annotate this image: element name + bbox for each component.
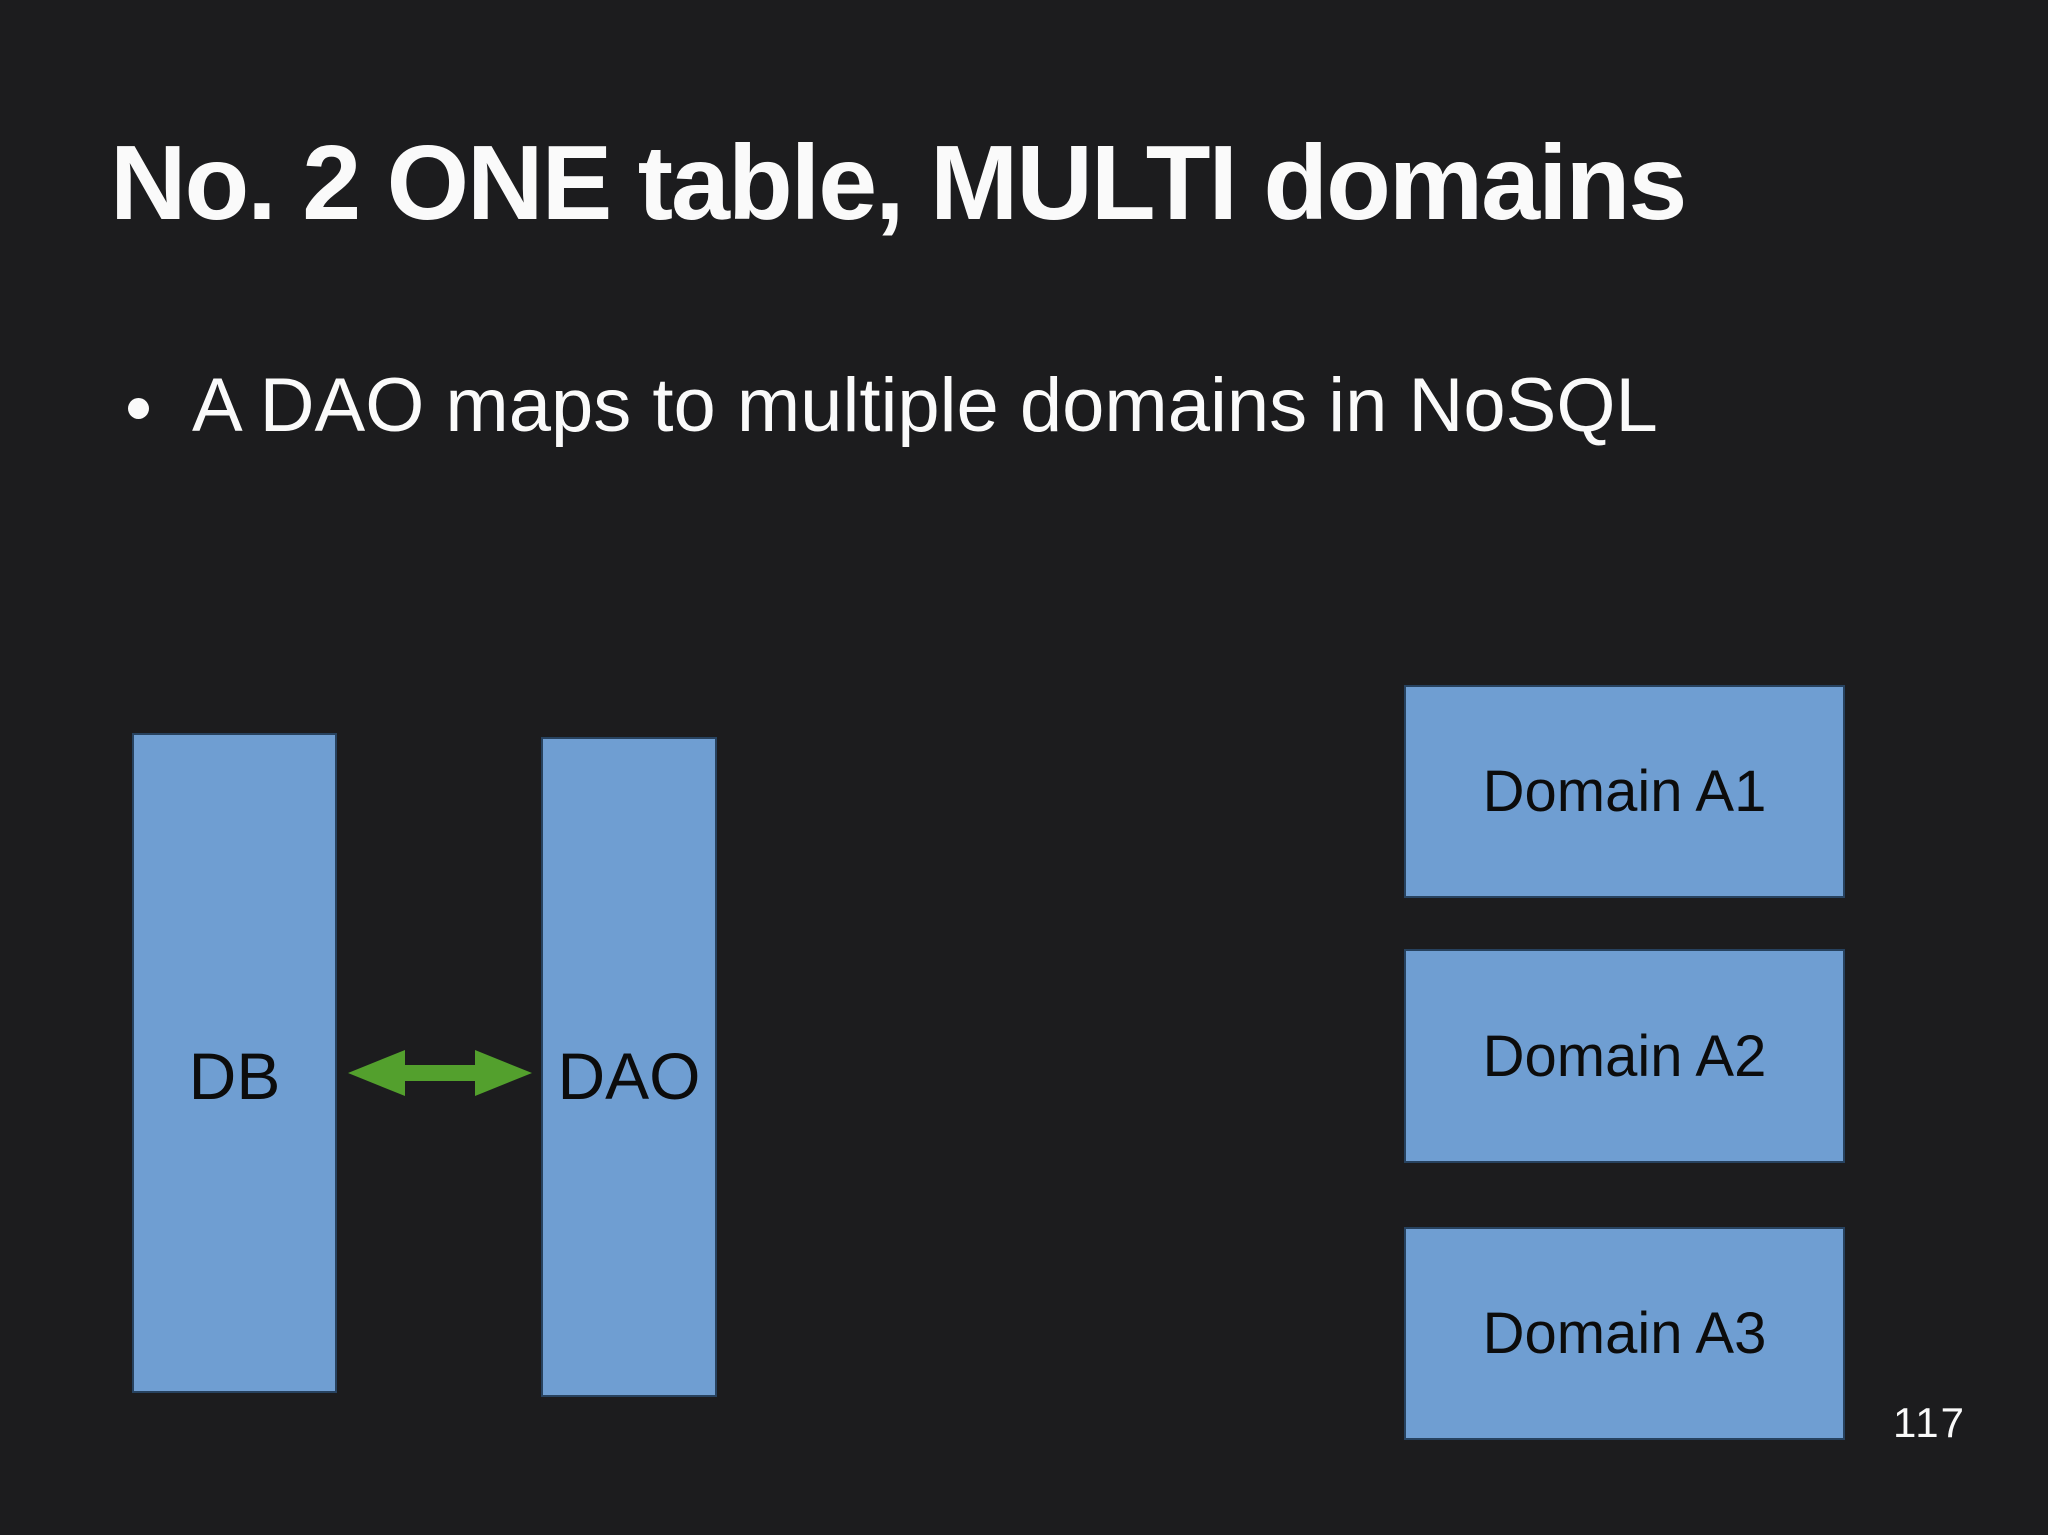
page-number: 117 xyxy=(1893,1399,1966,1446)
bullet-text: A DAO maps to multiple domains in NoSQL xyxy=(192,363,1658,448)
domain-a1-label: Domain A1 xyxy=(1482,759,1767,824)
slide-title: No. 2 ONE table, MULTI domains xyxy=(110,124,1687,242)
domain-a2-box: Domain A2 xyxy=(1404,949,1845,1163)
dao-box-label: DAO xyxy=(557,1039,701,1113)
double-arrow-icon xyxy=(348,1044,532,1102)
domain-a2-label: Domain A2 xyxy=(1482,1023,1767,1089)
bullet-dot-icon xyxy=(128,398,149,419)
db-box-label: DB xyxy=(188,1039,281,1113)
bullet-item: A DAO maps to multiple domains in NoSQL xyxy=(128,368,1658,444)
domain-a1-box: Domain A1 xyxy=(1404,685,1845,898)
dao-box: DAO xyxy=(541,737,717,1397)
db-box: DB xyxy=(132,733,337,1393)
domain-a3-box: Domain A3 xyxy=(1404,1227,1845,1440)
domain-a3-label: Domain A3 xyxy=(1482,1301,1767,1366)
